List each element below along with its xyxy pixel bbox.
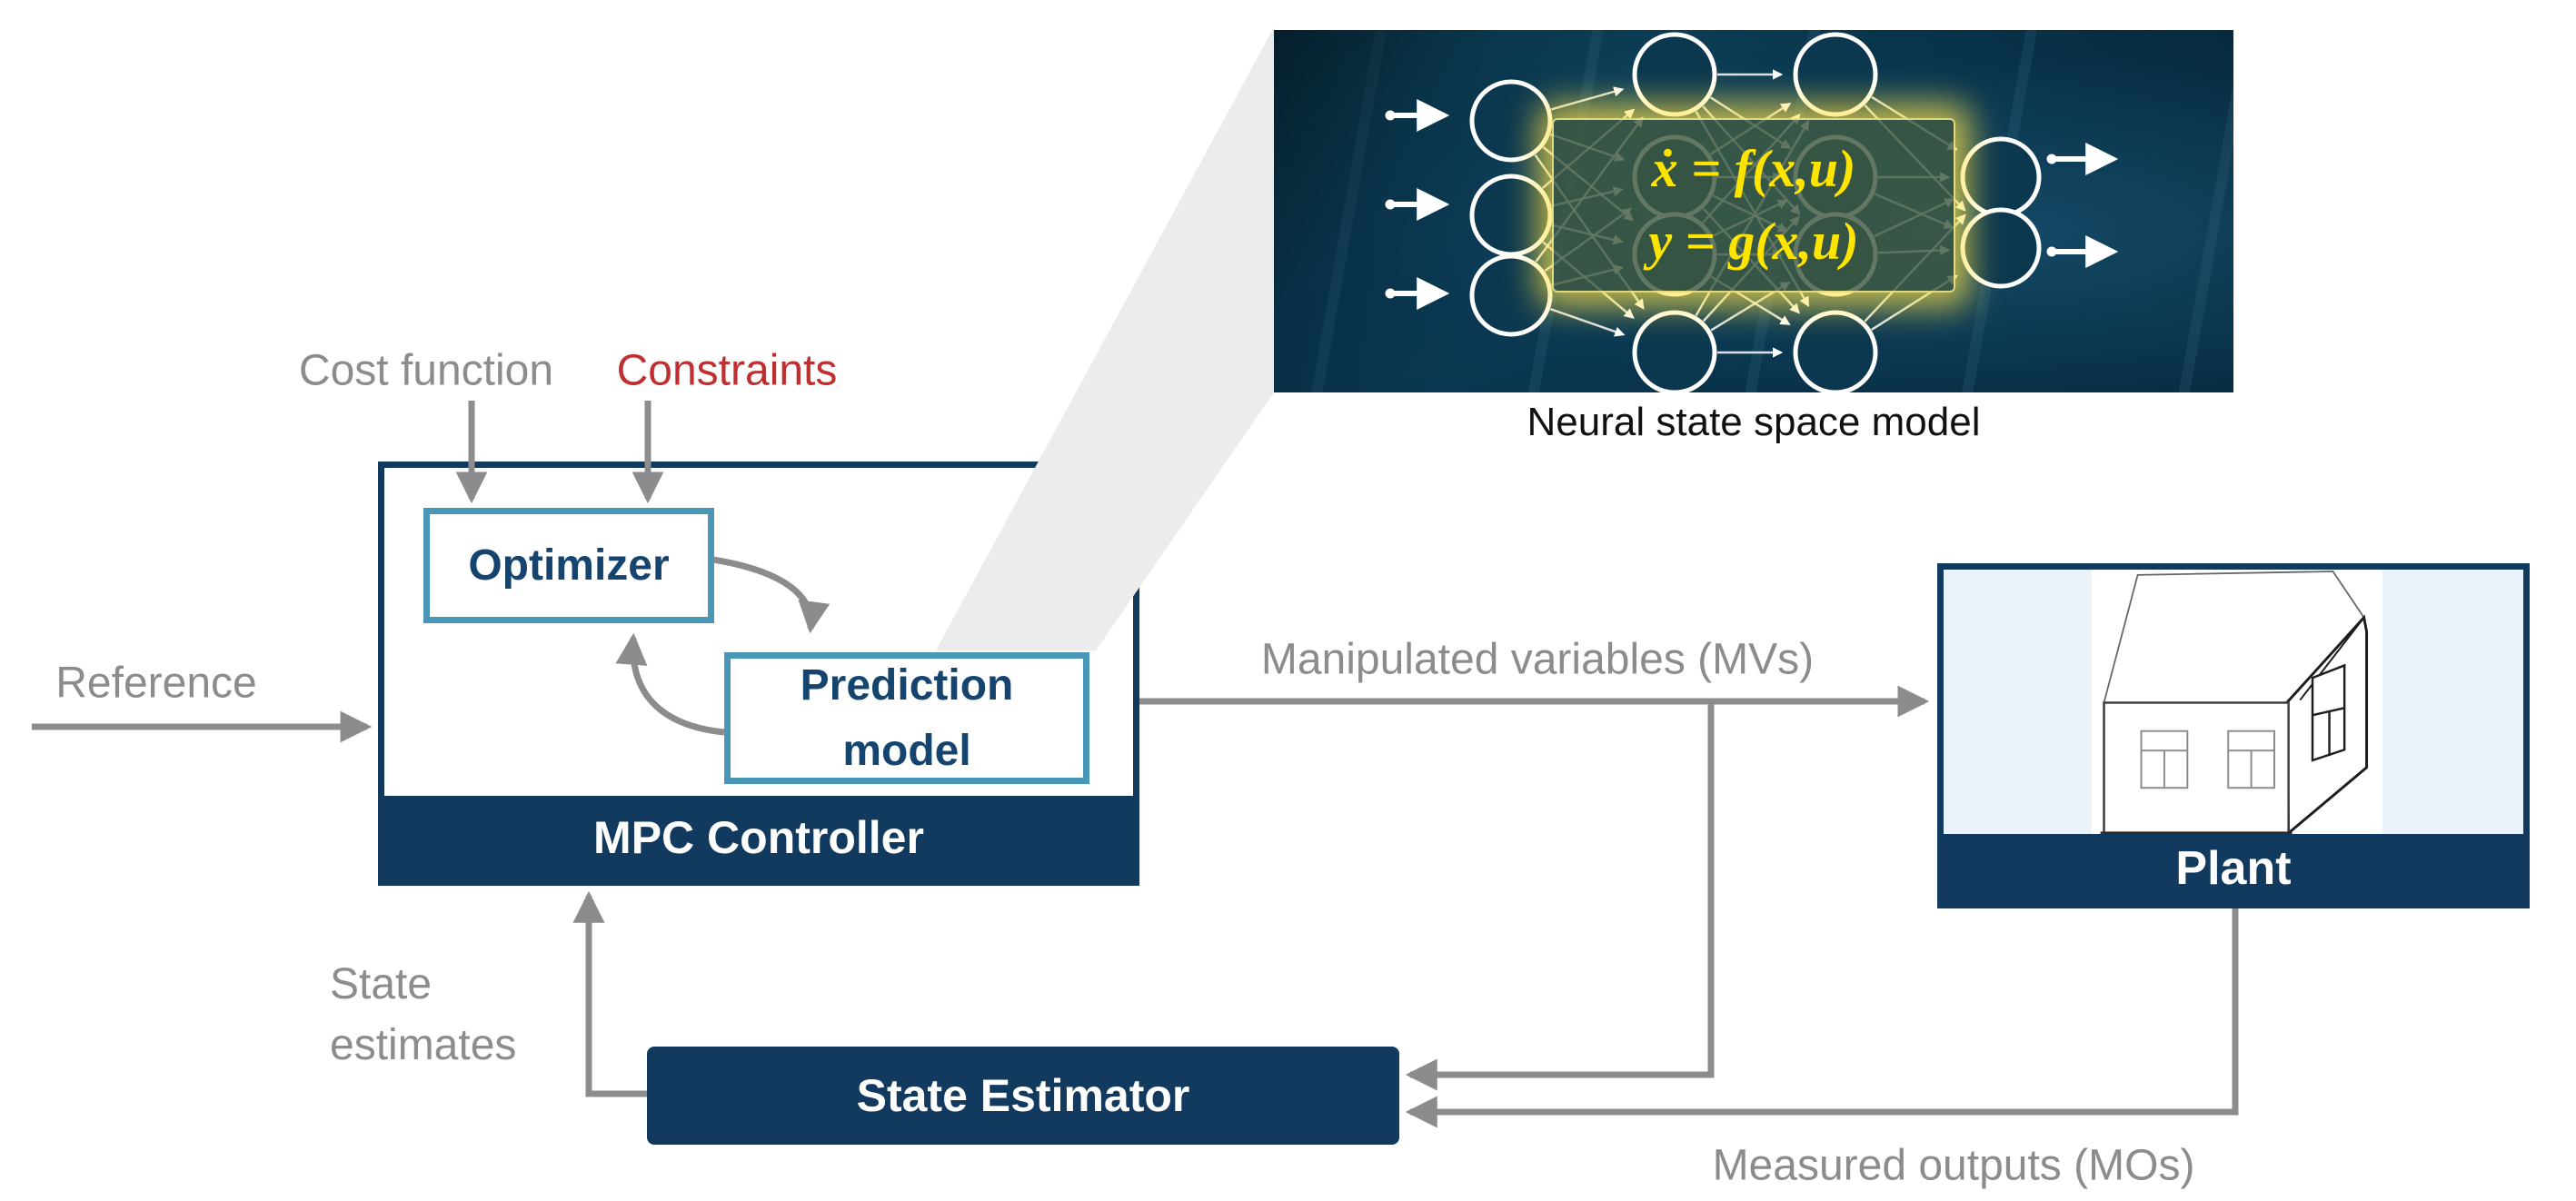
nn-link [1550, 86, 1625, 111]
plant-house-panel [2092, 570, 2382, 837]
reference-label: Reference [55, 659, 257, 708]
house-icon [2100, 571, 2369, 837]
state-equation: ẋ = f(x,u) [1651, 139, 1856, 198]
constraints-label: Constraints [616, 346, 838, 395]
state-estimator-box: State Estimator [647, 1047, 1399, 1145]
neural-network-image: ẋ = f(x,u) y = g(x,u) [1274, 30, 2233, 392]
plant-label: Plant [2175, 841, 2292, 895]
measured-outputs-label: Measured outputs (MOs) [1712, 1141, 2195, 1190]
nn-node [1632, 310, 1717, 392]
plant-to-estimator-arrow [1405, 908, 2239, 1128]
plant-title-bar: Plant [1944, 834, 2523, 902]
optimizer-box: Optimizer [423, 508, 714, 623]
plant-right-panel [2382, 570, 2523, 834]
cost-function-label: Cost function [298, 346, 554, 395]
estimator-to-mpc-arrow [572, 890, 647, 1097]
prediction-model-label: Prediction model [800, 660, 1014, 775]
nn-node [1960, 136, 2042, 218]
plant-box: Plant [1937, 563, 2530, 908]
mv-branch-to-estimator-arrow [1405, 701, 1715, 1091]
mpc-controller-title-bar: MPC Controller [384, 796, 1133, 879]
nn-node [1793, 32, 1878, 117]
nn-node [1793, 310, 1878, 392]
prediction-model-box: Prediction model [724, 652, 1089, 784]
optimizer-label: Optimizer [468, 541, 670, 590]
nn-node [1469, 253, 1553, 337]
output-equation: y = g(x,u) [1648, 212, 1859, 271]
neural-image-caption: Neural state space model [1527, 400, 1981, 444]
nn-node [1632, 32, 1717, 117]
state-estimates-label: State estimates [330, 960, 517, 1069]
manipulated-variables-label: Manipulated variables (MVs) [1260, 635, 1815, 684]
nn-node [1469, 174, 1553, 257]
state-estimator-label: State Estimator [856, 1070, 1190, 1121]
equation-highlight-box: ẋ = f(x,u) y = g(x,u) [1552, 118, 1955, 293]
nn-link [1550, 308, 1626, 337]
mpc-controller-label: MPC Controller [593, 812, 924, 863]
nn-node [1469, 79, 1553, 163]
plant-left-panel [1944, 570, 2092, 834]
nn-node [1960, 207, 2042, 289]
